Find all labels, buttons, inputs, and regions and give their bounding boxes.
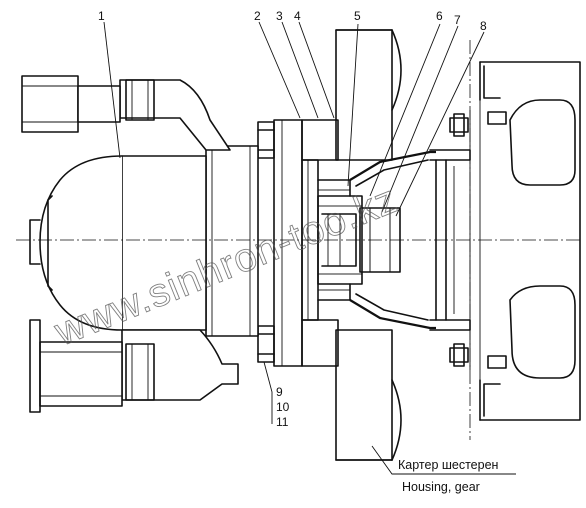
part-label-3: 3: [276, 9, 283, 23]
gear-housing: [335, 29, 402, 461]
engine-block: [429, 61, 581, 421]
part-label-5: 5: [354, 9, 361, 23]
part-label-2: 2: [254, 9, 261, 23]
mounting-flange: [257, 119, 339, 367]
part-label-11: 11: [276, 415, 289, 429]
part-label-9: 9: [276, 385, 283, 399]
starter-motor: [21, 75, 259, 413]
housing-label-en: Housing, gear: [402, 480, 480, 494]
part-label-10: 10: [276, 400, 290, 414]
part-number-labels: 1 2 3 4 5 6 7 8 9 10 11: [98, 9, 487, 429]
part-label-6: 6: [436, 9, 443, 23]
part-label-4: 4: [294, 9, 301, 23]
leader-lines: [103, 21, 516, 475]
part-label-7: 7: [454, 13, 461, 27]
part-label-8: 8: [480, 19, 487, 33]
housing-label-ru: Картер шестерен: [398, 458, 499, 472]
part-label-1: 1: [98, 9, 105, 23]
